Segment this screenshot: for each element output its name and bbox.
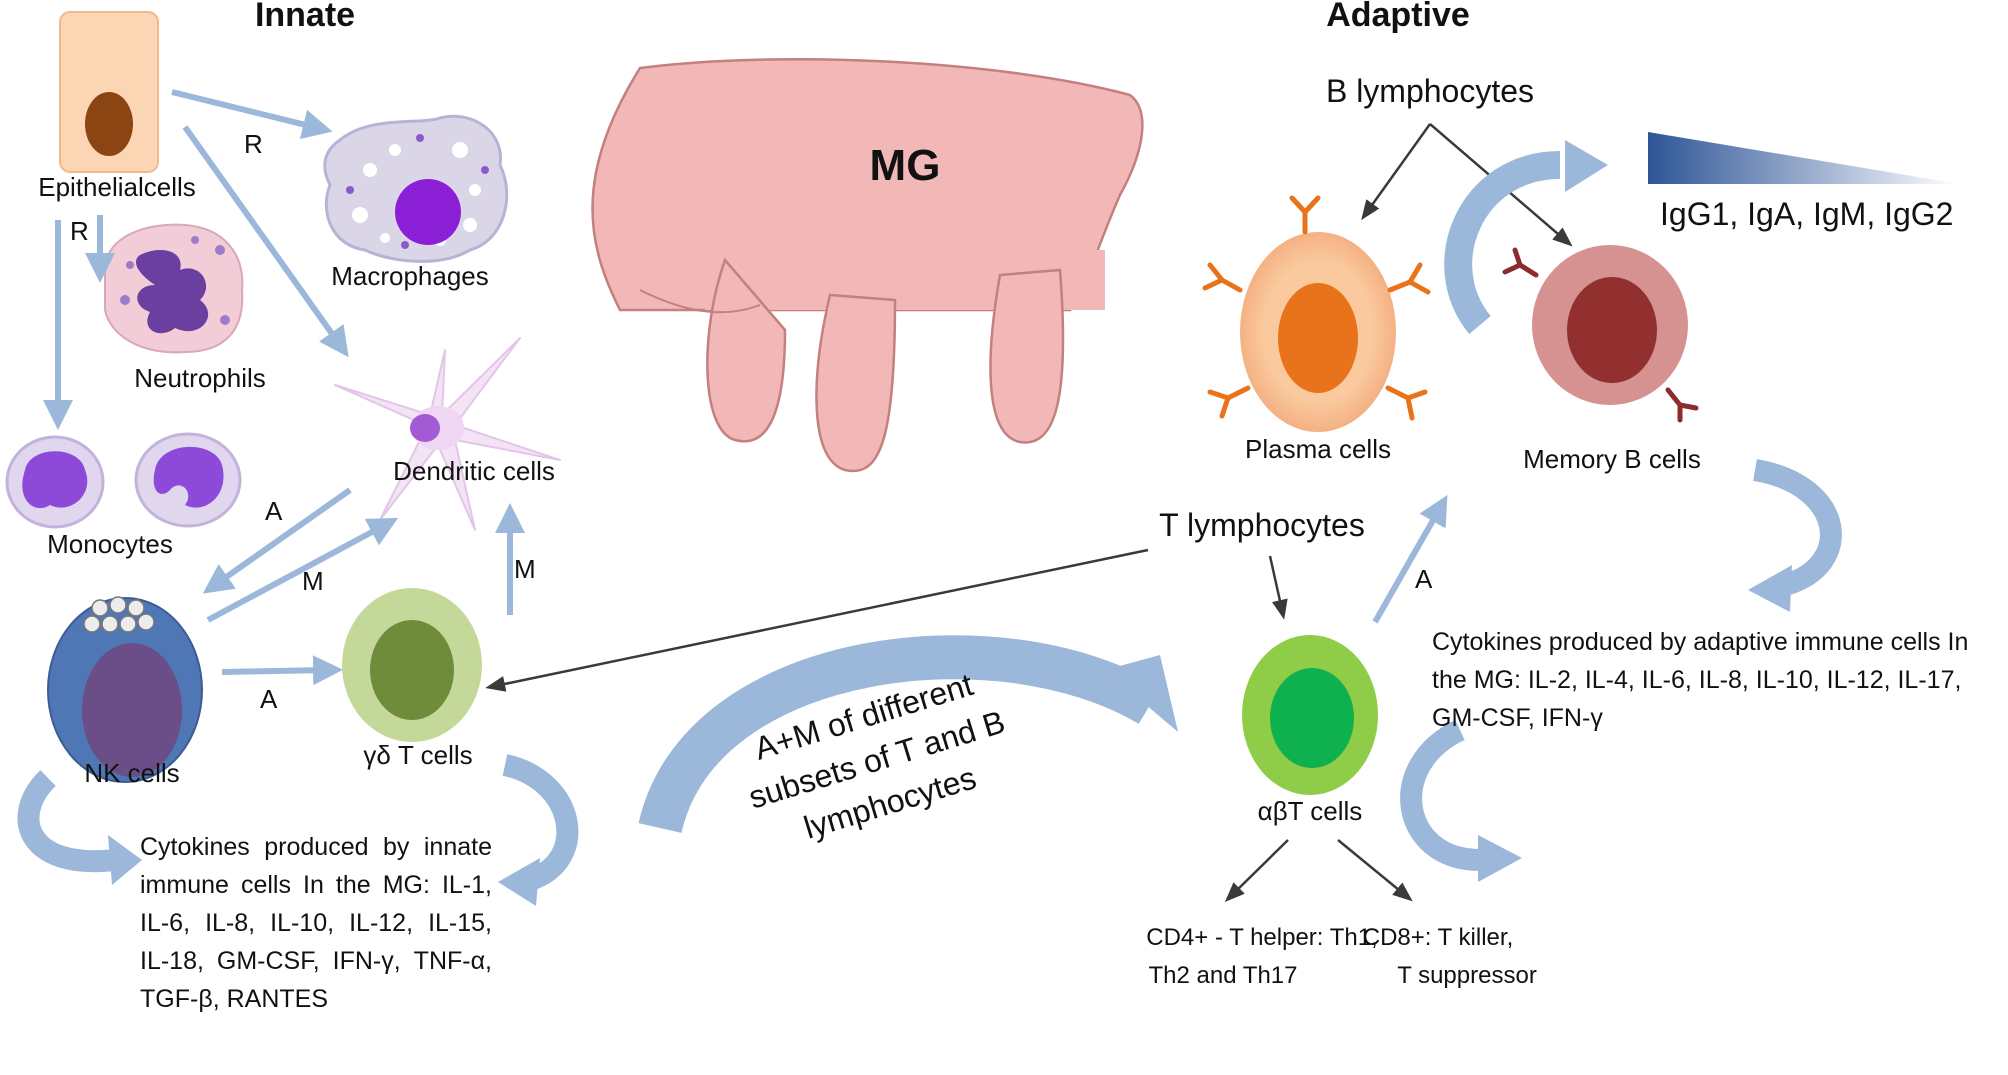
ig-gradient-triangle	[1648, 132, 1960, 184]
arrow-epithelial-macrophage	[171, 89, 333, 139]
nk-label: NK cells	[84, 758, 179, 788]
curved-arrow-memory-cytokines	[1752, 459, 1842, 596]
arrow-epithelial-dendritic	[182, 125, 349, 358]
arrow-dc-nk	[202, 487, 352, 594]
monocytes-label: Monocytes	[47, 529, 173, 559]
arrow-label-r-neutrophil: R	[70, 216, 89, 246]
memory-b-label: Memory B cells	[1523, 444, 1701, 474]
arrow-t-gd	[485, 548, 1149, 692]
innate-cytokines-text: Cytokines produced by innate immune cell…	[140, 833, 492, 1013]
cd8-line-2: T suppressor	[1397, 962, 1537, 989]
macrophages-label: Macrophages	[331, 261, 489, 291]
memory-b-cell	[1502, 245, 1699, 423]
arrow-label-m-gd-dc: M	[514, 554, 536, 584]
adaptive-cytokines-text: Cytokines produced by adaptive immune ce…	[1432, 628, 1969, 732]
organ-label: MG	[870, 141, 941, 190]
epithelial-cell	[59, 11, 159, 173]
curved-arrowhead-memory	[1748, 565, 1792, 612]
arrow-nk-gd	[221, 655, 343, 686]
curved-arrowhead-plasma-memory	[1565, 140, 1608, 192]
arrow-label-r-macrophage: R	[244, 129, 263, 159]
arrow-b-plasma	[1361, 123, 1432, 221]
curved-arrow-gd-cytokines	[502, 754, 579, 891]
teat-front-right	[815, 293, 897, 473]
plasma-label: Plasma cells	[1245, 434, 1391, 464]
neutrophils-label: Neutrophils	[134, 363, 266, 393]
epithelial-label: Epithelialcells	[38, 172, 196, 202]
innate-arrows	[43, 89, 525, 686]
plasma-cell	[1202, 195, 1431, 432]
gamma-delta-t-cell	[342, 588, 482, 742]
central-arrowhead	[1105, 655, 1178, 732]
curved-arrow-plasma-memory	[1444, 151, 1561, 334]
arrow-t-ab	[1268, 555, 1288, 620]
monocyte-cell-left	[5, 435, 105, 529]
arrow-label-m-nk-dc: M	[302, 566, 324, 596]
neutrophil-cell	[104, 223, 244, 354]
arrow-ab-plasma	[1372, 494, 1448, 624]
curved-arrowhead-gd	[498, 858, 540, 906]
dendritic-label: Dendritic cells	[393, 456, 555, 486]
central-curved-arrow	[638, 635, 1162, 834]
mammary-gland-illustration: MG	[591, 58, 1144, 473]
cd8-line-1: CD8+: T killer,	[1363, 924, 1514, 951]
arrow-label-a-ab-plasma: A	[1415, 564, 1433, 594]
curved-arrowhead-ab	[1478, 835, 1522, 882]
arrow-label-a-dc-nk: A	[265, 496, 283, 526]
curved-arrow-nk-cytokines	[17, 770, 117, 873]
ig-gradient-label: IgG1, IgA, IgM, IgG2	[1660, 196, 1953, 232]
dendritic-cell	[334, 337, 561, 531]
arrow-label-a-nk-gd: A	[260, 684, 278, 714]
gamma-delta-label: γδ T cells	[363, 740, 472, 770]
alpha-beta-label: αβT cells	[1258, 796, 1363, 826]
adaptive-header: Adaptive	[1326, 0, 1470, 34]
b-lymphocytes-label: B lymphocytes	[1326, 73, 1534, 109]
arrow-nk-dc	[206, 517, 399, 623]
arrow-ab-cd8	[1337, 839, 1413, 902]
arrow-ab-cd4	[1224, 839, 1289, 903]
innate-header: Innate	[255, 0, 355, 34]
curved-arrowhead-nk	[108, 835, 142, 885]
monocyte-cell-right	[134, 432, 242, 528]
teat-back-right	[989, 268, 1065, 444]
teat-front-left	[706, 257, 787, 443]
curved-arrow-ab	[1400, 720, 1481, 871]
cd4-line-2: Th2 and Th17	[1148, 962, 1297, 989]
cd4-line-1: CD4+ - T helper: Th1,	[1146, 924, 1377, 951]
alpha-beta-t-cell	[1242, 635, 1378, 795]
macrophage-cell	[323, 114, 509, 263]
nk-cell	[47, 596, 203, 783]
t-lymphocytes-label: T lymphocytes	[1159, 507, 1365, 543]
